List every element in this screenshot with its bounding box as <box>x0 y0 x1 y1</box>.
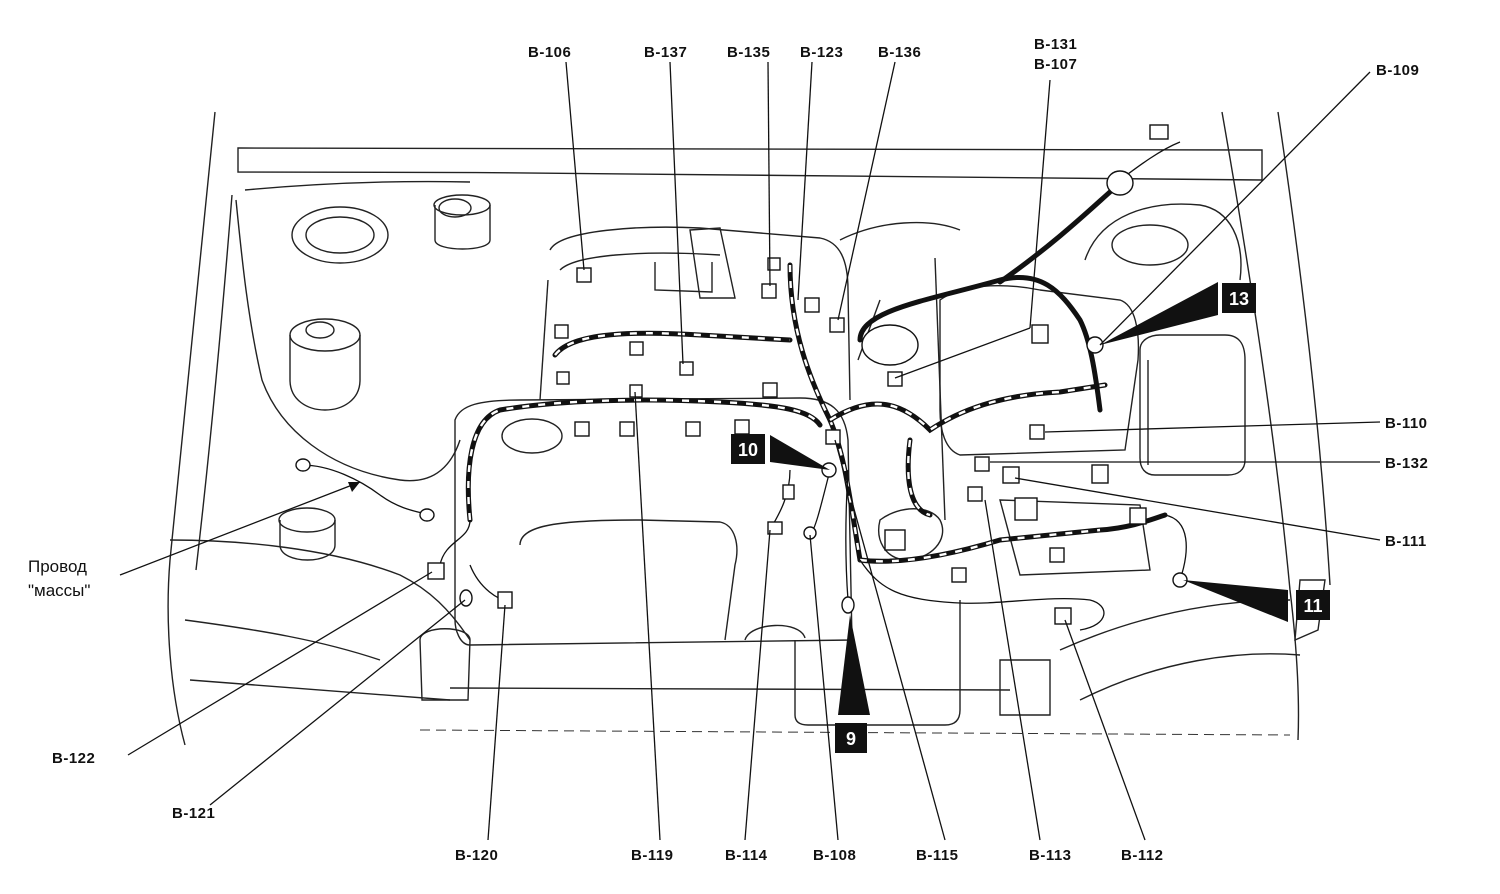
ground-wire-caption: Провод "массы" <box>28 557 90 600</box>
label-b112: B-112 <box>1121 847 1164 864</box>
label-b106: B-106 <box>528 44 571 61</box>
label-b115: B-115 <box>916 847 959 864</box>
label-b123: B-123 <box>800 44 843 61</box>
badge-10 <box>731 434 765 464</box>
badge-10-text: 10 <box>738 440 758 460</box>
callout-badges: 10 9 13 11 <box>731 282 1330 753</box>
ground-wire-line1: Провод <box>28 557 87 576</box>
badge-wedge-13 <box>1100 282 1218 345</box>
badge-wedge-10 <box>770 435 830 470</box>
label-b111: B-111 <box>1385 533 1427 550</box>
label-b131: B-131 <box>1034 36 1077 53</box>
left-reservoirs <box>278 194 1051 716</box>
label-b122: B-122 <box>52 750 95 767</box>
label-b108: B-108 <box>813 847 856 864</box>
label-b119: B-119 <box>631 847 674 864</box>
badge-9 <box>835 723 867 753</box>
engine-block <box>454 221 961 646</box>
badge-11 <box>1296 590 1330 620</box>
label-b137: B-137 <box>644 44 687 61</box>
connectors <box>295 124 1188 625</box>
label-b110: B-110 <box>1385 415 1428 432</box>
badge-wedge-9 <box>838 615 870 715</box>
leader-lines <box>119 61 1381 841</box>
ground-wire-line2: "массы" <box>28 581 90 600</box>
badge-13-text: 13 <box>1229 289 1249 309</box>
label-b121: B-121 <box>172 805 215 822</box>
label-b113: B-113 <box>1029 847 1072 864</box>
connector-labels: B-106 B-137 B-135 B-123 B-136 B-131 B-10… <box>52 36 1428 864</box>
badge-13 <box>1222 283 1256 313</box>
ground-wire-arrowhead <box>348 482 360 492</box>
label-b109: B-109 <box>1376 62 1419 79</box>
right-components <box>794 224 1246 726</box>
label-b135: B-135 <box>727 44 770 61</box>
label-b132: B-132 <box>1385 455 1428 472</box>
label-b120: B-120 <box>455 847 498 864</box>
label-b136: B-136 <box>878 44 921 61</box>
label-b114: B-114 <box>725 847 768 864</box>
badge-wedge-11 <box>1183 580 1288 622</box>
badge-9-text: 9 <box>846 729 856 749</box>
label-b107: B-107 <box>1034 56 1077 73</box>
badge-11-text: 11 <box>1303 596 1322 616</box>
